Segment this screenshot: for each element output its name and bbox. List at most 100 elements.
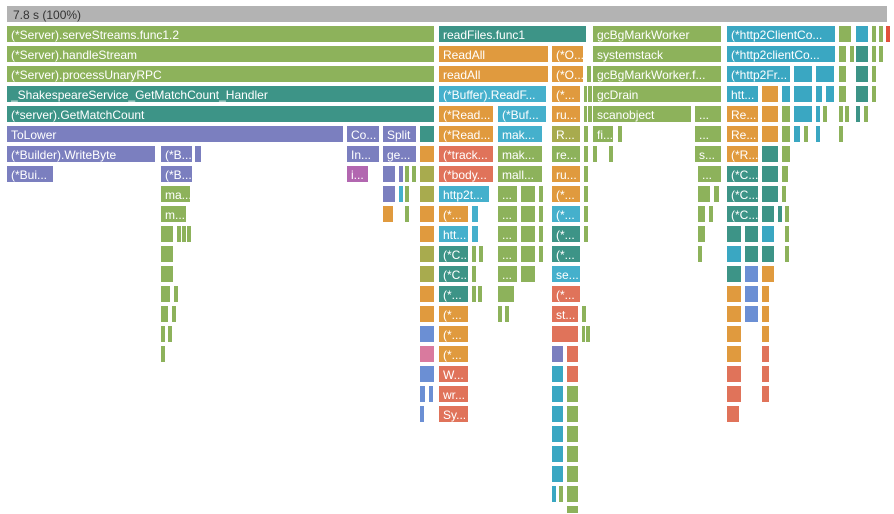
flamegraph-frame[interactable]: (*O... xyxy=(551,45,584,63)
flamegraph-frame[interactable] xyxy=(478,245,484,263)
flamegraph-frame[interactable] xyxy=(697,225,706,243)
flamegraph-frame[interactable] xyxy=(404,165,410,183)
flamegraph-frame[interactable] xyxy=(477,285,483,303)
flamegraph-frame[interactable] xyxy=(793,85,813,103)
flamegraph-frame[interactable] xyxy=(781,145,791,163)
flamegraph-frame[interactable] xyxy=(815,65,835,83)
flamegraph-frame[interactable] xyxy=(551,445,564,463)
flamegraph-frame[interactable] xyxy=(419,385,426,403)
flamegraph-frame[interactable] xyxy=(583,205,589,223)
flamegraph-frame[interactable] xyxy=(171,305,177,323)
flamegraph-frame[interactable] xyxy=(878,25,884,43)
flamegraph-frame[interactable] xyxy=(419,285,435,303)
flamegraph-frame[interactable]: (*... xyxy=(438,325,469,343)
flamegraph-frame[interactable] xyxy=(167,325,173,343)
flamegraph-frame[interactable] xyxy=(566,425,579,443)
flamegraph-frame[interactable] xyxy=(761,145,779,163)
flamegraph-frame[interactable] xyxy=(419,305,435,323)
flamegraph-frame[interactable] xyxy=(761,365,770,383)
flamegraph-frame[interactable] xyxy=(419,185,435,203)
flamegraph-frame[interactable]: (*Buf... xyxy=(497,105,547,123)
flamegraph-frame[interactable] xyxy=(781,185,787,203)
flamegraph-frame[interactable] xyxy=(566,445,579,463)
flamegraph-frame[interactable]: ge... xyxy=(382,145,417,163)
flamegraph-frame[interactable]: (*Read... xyxy=(438,125,494,143)
flamegraph-frame[interactable]: st... xyxy=(551,305,579,323)
flamegraph-frame[interactable]: (*C... xyxy=(726,165,759,183)
flamegraph-frame[interactable]: ... xyxy=(697,165,722,183)
flamegraph-frame[interactable]: ToLower xyxy=(6,125,344,143)
flamegraph-frame[interactable]: (*http2clientCo... xyxy=(726,45,836,63)
flamegraph-frame[interactable] xyxy=(581,305,587,323)
flamegraph-frame[interactable]: Re... xyxy=(726,105,759,123)
flamegraph-frame[interactable] xyxy=(497,305,503,323)
flamegraph-frame[interactable] xyxy=(160,265,174,283)
flamegraph-frame[interactable] xyxy=(855,85,869,103)
flamegraph-frame[interactable] xyxy=(744,265,759,283)
flamegraph-frame[interactable] xyxy=(744,225,759,243)
flamegraph-frame[interactable]: (*O... xyxy=(551,65,584,83)
flamegraph-frame[interactable]: (*C... xyxy=(726,205,759,223)
flamegraph-frame[interactable]: gcBgMarkWorker xyxy=(592,25,722,43)
flamegraph-frame[interactable] xyxy=(815,85,823,103)
flamegraph-frame[interactable] xyxy=(551,345,564,363)
flamegraph-frame[interactable] xyxy=(551,425,564,443)
flamegraph-frame[interactable] xyxy=(160,305,169,323)
flamegraph-frame[interactable] xyxy=(697,245,703,263)
flamegraph-frame[interactable]: (*http2Fr... xyxy=(726,65,791,83)
flamegraph-frame[interactable] xyxy=(871,65,877,83)
flamegraph-frame[interactable] xyxy=(583,185,589,203)
flamegraph-frame[interactable] xyxy=(497,285,515,303)
flamegraph-frame[interactable]: R... xyxy=(551,125,581,143)
flamegraph-frame[interactable] xyxy=(592,145,598,163)
flamegraph-frame[interactable] xyxy=(194,145,202,163)
flamegraph-frame[interactable]: (*Builder).WriteByte xyxy=(6,145,156,163)
flamegraph-frame[interactable]: (*C... xyxy=(438,265,469,283)
flamegraph-frame[interactable] xyxy=(558,485,564,503)
flamegraph-frame[interactable] xyxy=(825,85,835,103)
flamegraph-frame[interactable] xyxy=(781,165,789,183)
flamegraph-frame[interactable] xyxy=(551,485,557,503)
flamegraph-frame[interactable] xyxy=(160,345,166,363)
flamegraph-frame[interactable] xyxy=(419,345,435,363)
flamegraph-frame[interactable] xyxy=(784,205,790,223)
flamegraph-frame[interactable] xyxy=(411,165,417,183)
flamegraph-frame[interactable] xyxy=(815,125,821,143)
flamegraph-frame[interactable] xyxy=(793,105,813,123)
flamegraph-frame[interactable] xyxy=(398,185,404,203)
flamegraph-frame[interactable] xyxy=(538,225,544,243)
flamegraph-frame[interactable] xyxy=(708,205,714,223)
flamegraph-frame[interactable]: (*... xyxy=(551,85,581,103)
flamegraph-frame[interactable]: W... xyxy=(438,365,469,383)
flamegraph-frame[interactable]: htt... xyxy=(438,225,469,243)
flamegraph-frame[interactable] xyxy=(761,225,775,243)
flamegraph-frame[interactable]: ReadAll xyxy=(438,45,549,63)
flamegraph-frame[interactable] xyxy=(761,205,775,223)
flamegraph-frame[interactable]: i... xyxy=(346,165,369,183)
flamegraph-frame[interactable] xyxy=(726,305,742,323)
flamegraph-frame[interactable]: ... xyxy=(497,225,518,243)
flamegraph-frame[interactable]: ... xyxy=(497,205,518,223)
flamegraph-frame[interactable] xyxy=(583,225,589,243)
flamegraph-frame[interactable] xyxy=(726,385,742,403)
flamegraph-frame[interactable]: (*Server).handleStream xyxy=(6,45,435,63)
flamegraph-frame[interactable]: fi... xyxy=(592,125,614,143)
flamegraph-frame[interactable]: systemstack xyxy=(592,45,722,63)
flamegraph-frame[interactable]: (*Buffer).ReadF... xyxy=(438,85,547,103)
flamegraph-frame[interactable]: readFiles.func1 xyxy=(438,25,587,43)
flamegraph-frame[interactable]: wr... xyxy=(438,385,469,403)
flamegraph-frame[interactable] xyxy=(382,165,396,183)
flamegraph-frame[interactable] xyxy=(726,265,742,283)
flamegraph-frame[interactable] xyxy=(844,105,850,123)
flamegraph-frame[interactable] xyxy=(761,85,779,103)
flamegraph-frame[interactable] xyxy=(761,125,779,143)
flamegraph-frame[interactable] xyxy=(726,345,742,363)
flamegraph-frame[interactable] xyxy=(871,25,877,43)
flamegraph-frame[interactable] xyxy=(419,145,435,163)
flamegraph-frame[interactable]: (*R... xyxy=(726,145,759,163)
flamegraph-frame[interactable] xyxy=(855,105,861,123)
flamegraph-frame[interactable] xyxy=(186,225,192,243)
flamegraph-frame[interactable]: (*... xyxy=(551,185,581,203)
flamegraph-frame[interactable]: (*... xyxy=(551,245,581,263)
